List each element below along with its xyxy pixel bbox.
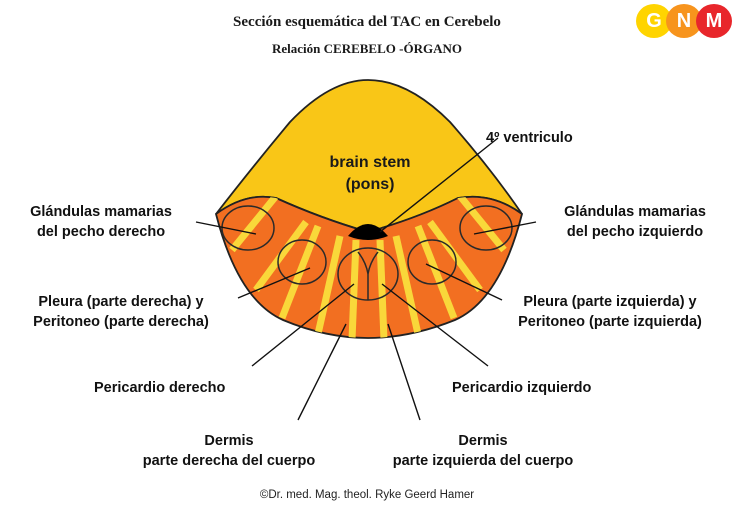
stripe [457, 196, 507, 253]
stripe [376, 239, 388, 338]
label-dermis-izquierdo: Dermis parte izquierda del cuerpo [370, 431, 596, 471]
label-dermis-izquierdo-line1: Dermis [458, 433, 508, 449]
label-mamarias-izquierdo-line2: del pecho izquierdo [566, 224, 704, 240]
diagram-title: Sección esquemática del TAC en Cerebelo [233, 14, 501, 30]
circle-mamarias-derecho [221, 205, 275, 251]
copyright-icon: © [259, 489, 269, 501]
stripe [314, 235, 344, 335]
brain-stem-line1: brain stem [329, 154, 411, 171]
brain-stem-line2: (pons) [345, 176, 395, 193]
label-pleura-izquierdo: Pleura (parte izquierda) y Peritoneo (pa… [490, 292, 730, 332]
leader-pleura-izquierdo [425, 263, 503, 301]
stripe [253, 219, 309, 293]
stripe [348, 239, 360, 338]
logo-letter-n: N [666, 4, 702, 38]
label-pleura-derecho-line2: Peritoneo (parte derecha) [33, 314, 209, 330]
label-mamarias-derecho: Glándulas mamarias del pecho derecho [6, 202, 196, 242]
label-dermis-izquierdo-line2: parte izquierda del cuerpo [392, 453, 574, 469]
leader-mamarias-izquierdo [473, 221, 537, 235]
copyright-text: Dr. med. Mag. theol. Ryke Geerd Hamer [268, 489, 475, 501]
stripe [392, 235, 422, 335]
label-mamarias-izquierdo: Glándulas mamarias del pecho izquierdo [540, 202, 730, 242]
stripe [229, 196, 279, 253]
label-pericardio-derecho: Pericardio derecho [94, 380, 226, 396]
logo-letter-m: M [696, 4, 732, 38]
label-mamarias-izquierdo-line1: Glándulas mamarias [564, 204, 706, 220]
leader-pericardio-derecho [251, 283, 355, 367]
brain-stem-label: brain stem (pons) [312, 152, 428, 196]
label-pleura-derecho: Pleura (parte derecha) y Peritoneo (part… [8, 292, 234, 332]
leader-pericardio-izquierdo [381, 283, 489, 367]
leader-dermis-derecho [297, 323, 347, 421]
circle-pleura-izquierdo [407, 239, 457, 285]
leader-dermis-izquierdo [387, 323, 421, 421]
fourth-ventricle [348, 224, 388, 240]
label-ventricle: 4º ventriculo [486, 130, 573, 146]
circle-mamarias-izquierdo [459, 205, 513, 251]
label-mamarias-derecho-line1: Glándulas mamarias [30, 204, 172, 220]
label-pleura-izquierdo-line2: Peritoneo (parte izquierda) [518, 314, 702, 330]
label-pericardio-izquierdo: Pericardio izquierdo [452, 380, 592, 396]
label-dermis-derecho-line1: Dermis [204, 433, 254, 449]
gnm-logo: G N M [636, 4, 734, 38]
copyright-notice: ©Dr. med. Mag. theol. Ryke Geerd Hamer [0, 489, 734, 501]
label-pleura-izquierdo-line1: Pleura (parte izquierda) y [523, 294, 697, 310]
label-dermis-derecho-line2: parte derecha del cuerpo [142, 453, 316, 469]
circle-pleura-derecho [277, 239, 327, 285]
diagram-subtitle: Relación CEREBELO -ÓRGANO [272, 41, 462, 56]
label-pleura-derecho-line1: Pleura (parte derecha) y [38, 294, 204, 310]
label-dermis-derecho: Dermis parte derecha del cuerpo [116, 431, 342, 471]
label-mamarias-derecho-line2: del pecho derecho [36, 224, 166, 240]
leader-mamarias-derecho [195, 221, 257, 235]
leader-pleura-derecho [237, 267, 311, 299]
leader-ventricle [379, 137, 499, 233]
